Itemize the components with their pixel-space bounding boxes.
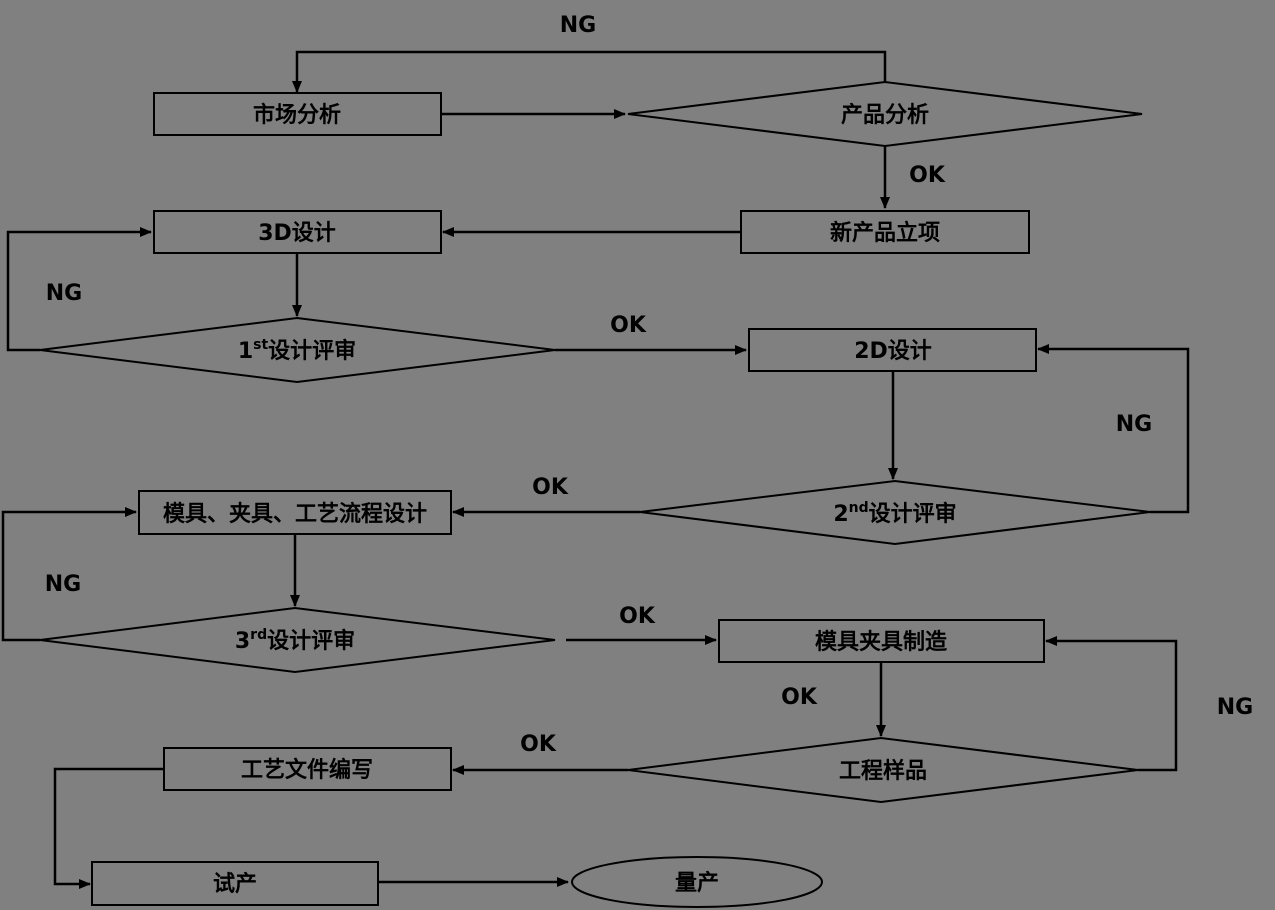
edge-label-ok-review1: OK	[610, 313, 647, 338]
label-review-1-sup: st	[253, 337, 268, 353]
label-3d-design: 3D设计	[258, 221, 336, 246]
edge-label-ok-mold: OK	[781, 685, 818, 710]
arrow-product-ng-to-market	[292, 50, 887, 93]
arrow-review2-ng-to-2d	[1037, 344, 1190, 514]
arrow-sample-ng-to-mold-make	[1045, 636, 1178, 772]
label-2d-design: 2D设计	[854, 339, 932, 364]
label-review-1: 1st设计评审	[238, 337, 356, 364]
node-process-docs	[163, 747, 452, 791]
label-review-3-num: 3	[235, 629, 250, 654]
label-review-2-num: 2	[833, 502, 848, 527]
edge-label-ok-product: OK	[909, 163, 946, 188]
node-review-3	[39, 606, 556, 674]
label-review-3: 3rd设计评审	[235, 627, 355, 654]
label-review-2-text: 设计评审	[869, 501, 957, 527]
edge-labels: NG OK NG OK NG OK NG OK OK NG OK	[45, 13, 1253, 757]
label-sample: 工程样品	[839, 758, 927, 784]
edge-label-ok-sample: OK	[520, 732, 557, 757]
arrow-review3-ng-to-mold-design	[1, 507, 137, 642]
node-review-2	[639, 479, 1151, 546]
edge-label-ok-review3: OK	[619, 604, 656, 629]
label-review-3-text: 设计评审	[267, 628, 355, 654]
edge-label-ng-sample: NG	[1217, 695, 1253, 720]
label-trial: 试产	[213, 872, 257, 897]
label-review-3-sup: rd	[250, 627, 267, 643]
node-labels: 市场分析 产品分析 新产品立项 3D设计 1st设计评审 2D设计 2nd设计评…	[163, 102, 957, 897]
label-mold-design: 模具、夹具、工艺流程设计	[163, 501, 427, 527]
label-review-1-num: 1	[238, 339, 253, 364]
label-review-2: 2nd设计评审	[833, 500, 956, 527]
label-newproject: 新产品立项	[830, 220, 940, 246]
node-product-analysis	[627, 80, 1143, 148]
node-mold-fixture-manufacture	[718, 619, 1045, 663]
edge-label-ng-review1: NG	[46, 281, 82, 306]
node-3d-design	[153, 210, 442, 254]
label-mold-make: 模具夹具制造	[815, 630, 947, 655]
node-2d-design	[748, 328, 1037, 372]
label-product: 产品分析	[841, 103, 929, 128]
node-review-1	[39, 316, 556, 384]
label-mass: 量产	[675, 871, 719, 896]
arrow-docs-to-trial	[53, 767, 164, 889]
edge-label-ok-review2: OK	[532, 475, 569, 500]
connectors	[1, 50, 1190, 889]
node-mold-fixture-process-design	[138, 490, 452, 535]
label-review-1-text: 设计评审	[268, 338, 356, 364]
label-market: 市场分析	[253, 102, 341, 128]
edge-label-ng-review3: NG	[45, 572, 81, 597]
node-trial-production	[91, 861, 379, 906]
nodes	[39, 80, 1151, 908]
node-engineering-sample	[627, 736, 1139, 804]
edge-label-ng-review2: NG	[1116, 412, 1152, 437]
edge-label-ng-top: NG	[560, 13, 596, 38]
node-mass-production	[571, 856, 823, 908]
arrow-review1-ng-to-3d	[6, 227, 152, 352]
node-new-project	[740, 210, 1030, 254]
label-review-2-sup: nd	[849, 500, 869, 516]
node-market-analysis	[153, 92, 442, 136]
label-docs: 工艺文件编写	[241, 757, 373, 783]
